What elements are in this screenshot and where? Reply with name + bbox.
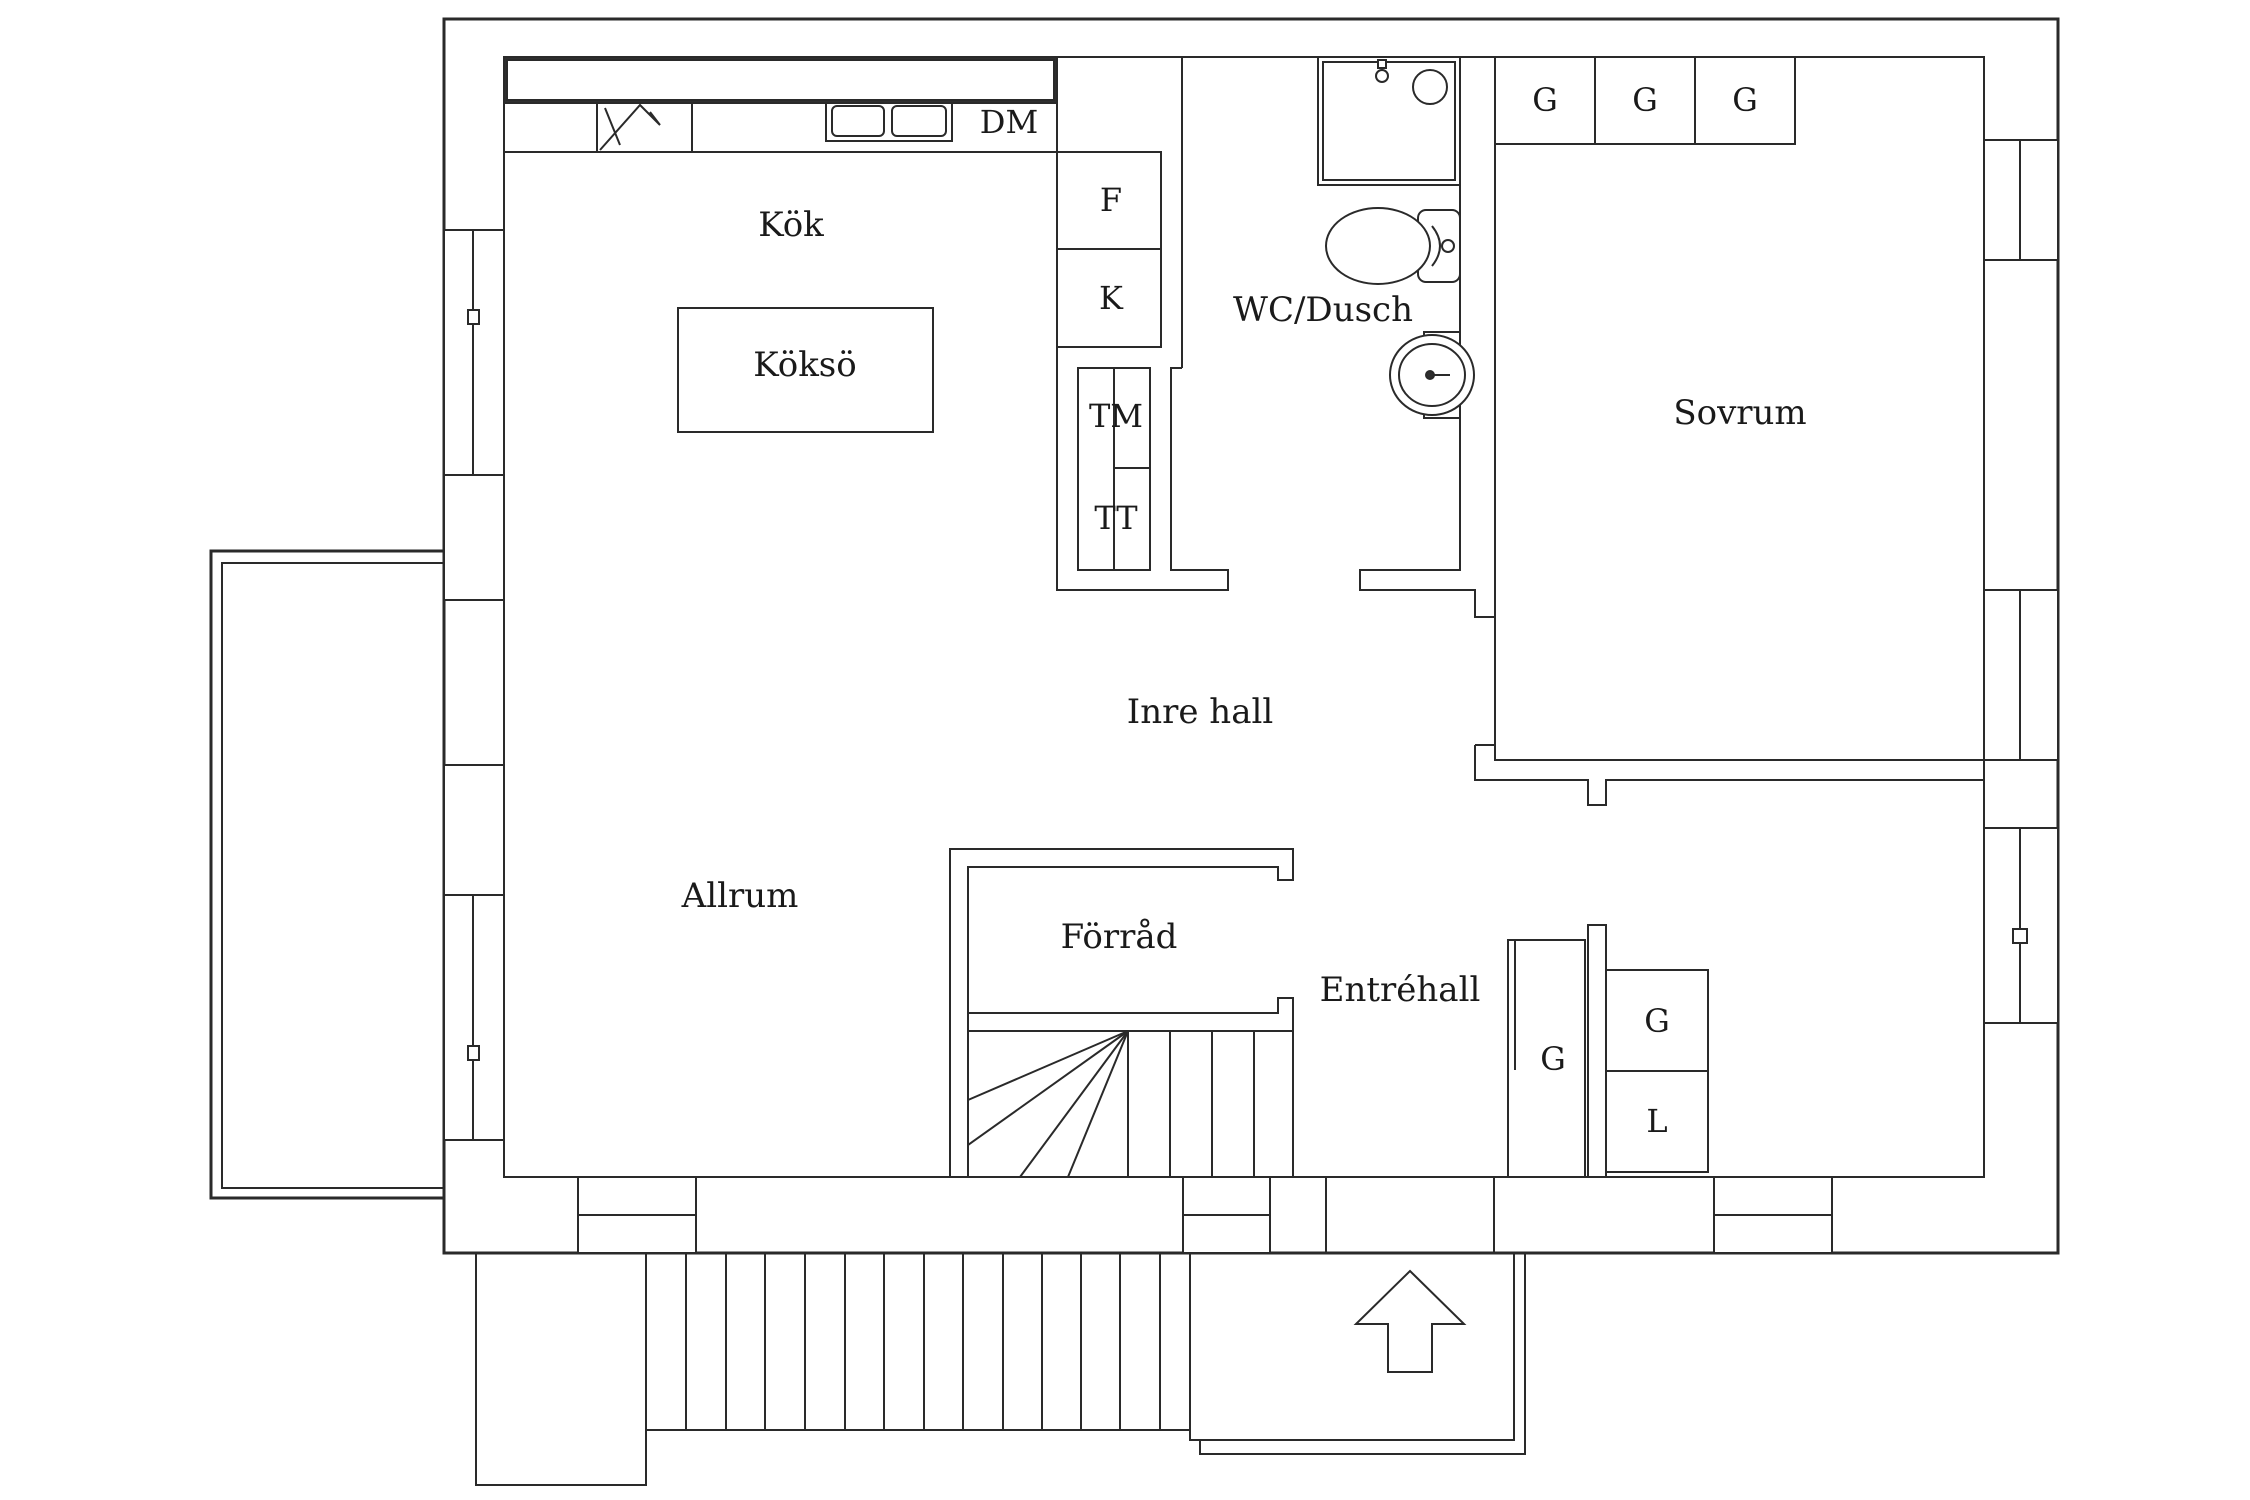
- fridge: [1056, 151, 1162, 250]
- storage-and-stairs: [949, 848, 1294, 1178]
- label-freezer: K: [1099, 279, 1124, 317]
- exterior-stairs: [475, 1253, 1526, 1486]
- label-kokso: Köksö: [753, 345, 856, 385]
- sink: [825, 102, 953, 142]
- kitchen-island: [677, 307, 934, 433]
- label-wc-dusch: WC/Dusch: [1233, 290, 1413, 330]
- label-tumble-dryer: TT: [1094, 499, 1138, 537]
- bedroom-lower-wall: [1474, 744, 1984, 806]
- label-allrum: Allrum: [681, 876, 799, 916]
- outer-walls: [442, 17, 2060, 1255]
- label-wardrobe: G: [1732, 81, 1758, 119]
- bedroom-wardrobes: [1494, 56, 1796, 145]
- shower: [1317, 56, 1461, 186]
- kitchen: [503, 56, 1229, 591]
- balcony-left: [209, 549, 444, 1200]
- label-kok: Kök: [758, 205, 824, 245]
- label-wardrobe: G: [1532, 81, 1558, 119]
- label-wardrobe: G: [1644, 1002, 1670, 1040]
- label-fridge: F: [1100, 181, 1122, 219]
- label-forrad: Förråd: [1061, 917, 1178, 957]
- label-dishwasher: DM: [980, 103, 1038, 141]
- windows: [443, 139, 2059, 1254]
- label-wardrobe: G: [1632, 81, 1658, 119]
- entry-closets: [1507, 924, 1709, 1177]
- entrance-arrow-icon: [1353, 1269, 1467, 1373]
- label-inre-hall: Inre hall: [1127, 692, 1273, 732]
- label-washing-machine: TM: [1089, 397, 1143, 435]
- label-wardrobe: G: [1540, 1040, 1566, 1078]
- bathroom: [1181, 56, 1984, 761]
- label-sovrum: Sovrum: [1673, 393, 1806, 433]
- label-entrehall: Entréhall: [1320, 970, 1481, 1010]
- label-linen-closet: L: [1646, 1102, 1667, 1140]
- toilet: [1325, 207, 1461, 285]
- laundry: [1077, 367, 1151, 571]
- washbasin: [1389, 331, 1475, 419]
